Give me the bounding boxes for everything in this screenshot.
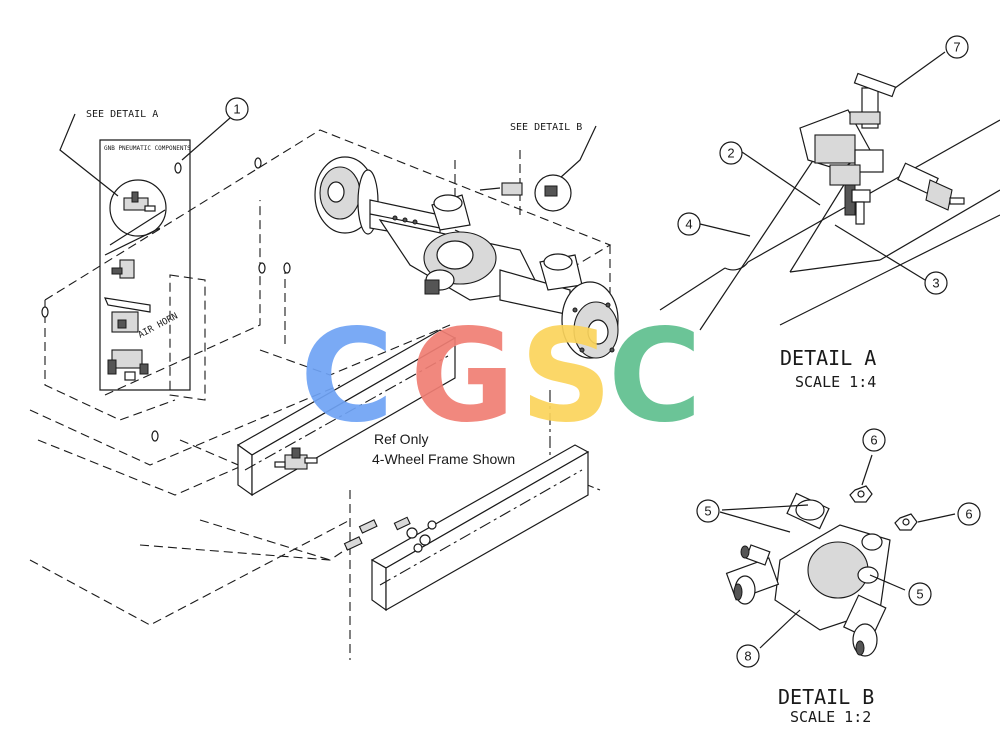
callout-7: 7 <box>945 35 969 59</box>
detail-a-scale: SCALE 1:4 <box>795 373 876 391</box>
callout-bubbles: 1 2 3 4 5 5 6 6 7 8 <box>225 35 981 668</box>
svg-text:7: 7 <box>953 40 960 55</box>
fittings-cluster <box>343 516 437 553</box>
svg-text:3: 3 <box>932 276 939 291</box>
watermark-letter-g: G <box>410 302 515 451</box>
see-detail-a-label: SEE DETAIL A <box>86 109 158 120</box>
pneumatic-panel: GNB PNEUMATIC COMPONENTS AIR HORN <box>99 139 206 401</box>
callout-2: 2 <box>719 141 743 165</box>
svg-text:6: 6 <box>965 507 972 522</box>
callout-6a: 6 <box>862 428 886 452</box>
svg-text:5: 5 <box>916 587 923 602</box>
detail-a-view: DETAIL A SCALE 1:4 <box>659 51 1000 391</box>
watermark-letter-c2: C <box>608 302 702 451</box>
gnb-header-label: GNB PNEUMATIC COMPONENTS <box>104 145 191 152</box>
callout-5b: 5 <box>908 582 932 606</box>
watermark-letter-s: S <box>520 302 612 451</box>
cgsc-watermark: C G S C <box>300 302 702 451</box>
svg-text:2: 2 <box>727 146 734 161</box>
see-detail-a-leader: SEE DETAIL A <box>59 109 231 197</box>
detail-b-title: DETAIL B <box>778 685 874 709</box>
detail-b-view: DETAIL B SCALE 1:2 <box>719 454 956 726</box>
callout-8: 8 <box>736 644 760 668</box>
svg-text:5: 5 <box>704 504 711 519</box>
air-horn-label: AIR HORN <box>137 311 180 340</box>
callout-1: 1 <box>225 97 249 121</box>
callout-5a: 5 <box>696 499 720 523</box>
detail-b-scale: SCALE 1:2 <box>790 708 871 726</box>
svg-text:4: 4 <box>685 217 692 232</box>
svg-text:1: 1 <box>233 102 240 117</box>
svg-text:8: 8 <box>744 649 751 664</box>
frame-shown-note: 4-Wheel Frame Shown <box>372 451 515 467</box>
frame-mounted-valve <box>274 447 318 470</box>
see-detail-b-leader: SEE DETAIL B <box>479 122 597 212</box>
watermark-letter-c1: C <box>300 302 394 451</box>
line-break-symbols <box>41 157 291 442</box>
ref-only-note: Ref Only <box>374 431 428 447</box>
svg-text:6: 6 <box>870 433 877 448</box>
detail-a-title: DETAIL A <box>780 346 876 370</box>
callout-4: 4 <box>677 212 701 236</box>
callout-3: 3 <box>924 271 948 295</box>
see-detail-b-label: SEE DETAIL B <box>510 122 582 133</box>
frame-rail-right <box>370 444 590 612</box>
callout-6b: 6 <box>957 502 981 526</box>
axle-assembly <box>314 156 619 359</box>
